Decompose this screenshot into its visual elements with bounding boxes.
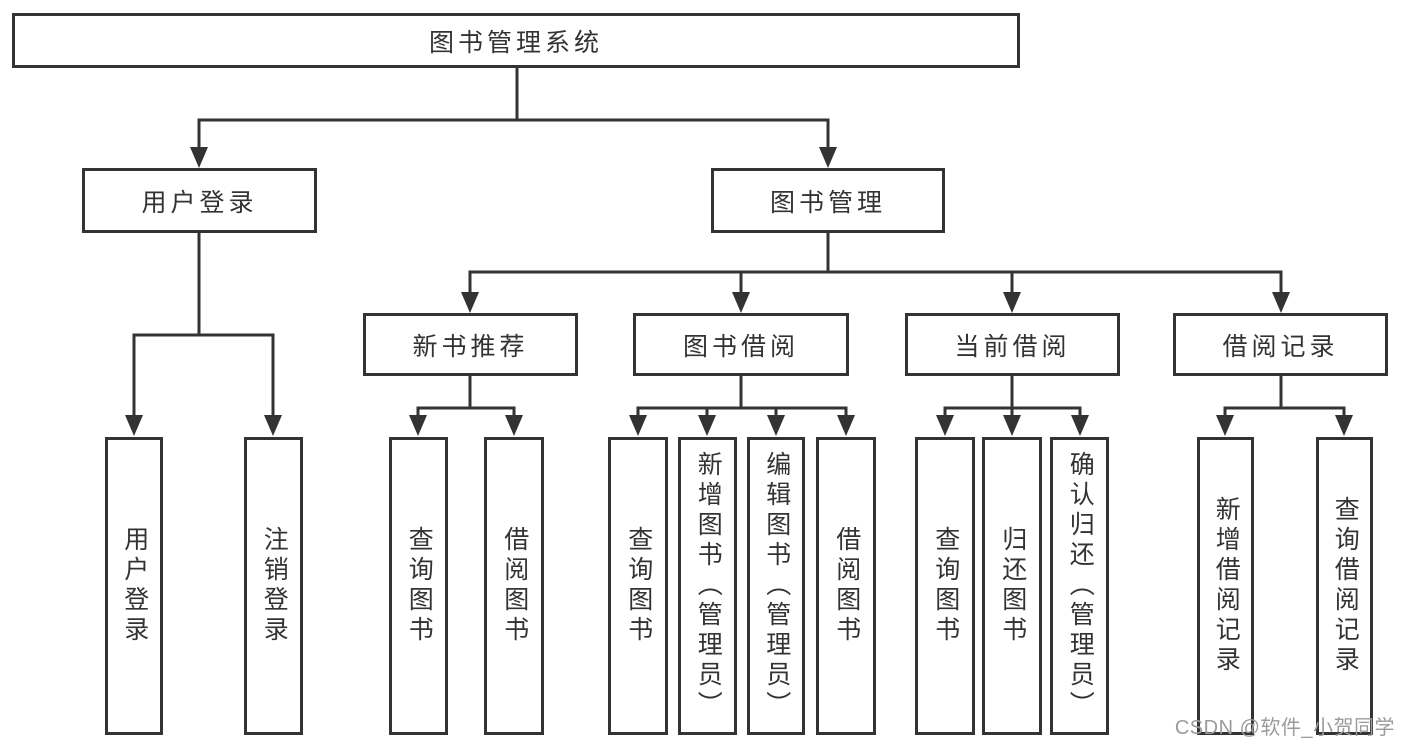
node-label: 借阅图书 (832, 526, 861, 646)
csdn-watermark: CSDN @软件_小贺同学 (1174, 717, 1395, 739)
node-label: 当前借阅 (954, 332, 1071, 361)
node-label: 图书管理系统 (428, 28, 603, 57)
node-current-borrow: 当前借阅 (905, 313, 1120, 376)
arrowheads (125, 147, 1353, 436)
node-label: 用户登录 (141, 188, 258, 217)
leaf-return-book: 归还图书 (982, 437, 1042, 735)
node-label: 注销登录 (260, 526, 289, 646)
node-label: 借阅记录 (1222, 332, 1339, 361)
node-label: 查询图书 (624, 526, 653, 646)
node-label: 借阅图书 (500, 526, 529, 646)
node-label: 编辑图书（管理员） (762, 451, 791, 721)
node-label: 查询图书 (405, 526, 434, 646)
leaf-edit-book-admin: 编辑图书（管理员） (747, 437, 805, 735)
node-label: 新增借阅记录 (1212, 496, 1241, 676)
node-label: 用户登录 (120, 526, 149, 646)
leaf-confirm-return-admin: 确认归还（管理员） (1050, 437, 1109, 735)
leaf-logout: 注销登录 (244, 437, 303, 735)
node-label: 查询图书 (931, 526, 960, 646)
node-label: 查询借阅记录 (1331, 496, 1360, 676)
leaf-add-book-admin: 新增图书（管理员） (678, 437, 737, 735)
node-book-borrow: 图书借阅 (633, 313, 849, 376)
node-label: 归还图书 (998, 526, 1027, 646)
node-label: 新书推荐 (412, 332, 529, 361)
node-user-login: 用户登录 (82, 168, 317, 233)
node-book-management: 图书管理 (711, 168, 945, 233)
node-label: 新增图书（管理员） (694, 451, 723, 721)
node-borrow-records: 借阅记录 (1173, 313, 1388, 376)
leaf-query-book-borrow: 查询图书 (608, 437, 668, 735)
node-label: 图书借阅 (682, 332, 799, 361)
node-label: 确认归还（管理员） (1066, 451, 1095, 721)
node-label: 图书管理 (769, 188, 886, 217)
node-library-system: 图书管理系统 (12, 13, 1020, 68)
leaf-add-borrow-record: 新增借阅记录 (1197, 437, 1254, 735)
leaf-query-book-recommend: 查询图书 (389, 437, 448, 735)
leaf-user-login: 用户登录 (105, 437, 163, 735)
leaf-query-book-current: 查询图书 (915, 437, 975, 735)
leaf-query-borrow-record: 查询借阅记录 (1316, 437, 1373, 735)
leaf-borrow-book-recommend: 借阅图书 (484, 437, 544, 735)
leaf-borrow-book: 借阅图书 (816, 437, 876, 735)
node-new-book-recommend: 新书推荐 (363, 313, 578, 376)
